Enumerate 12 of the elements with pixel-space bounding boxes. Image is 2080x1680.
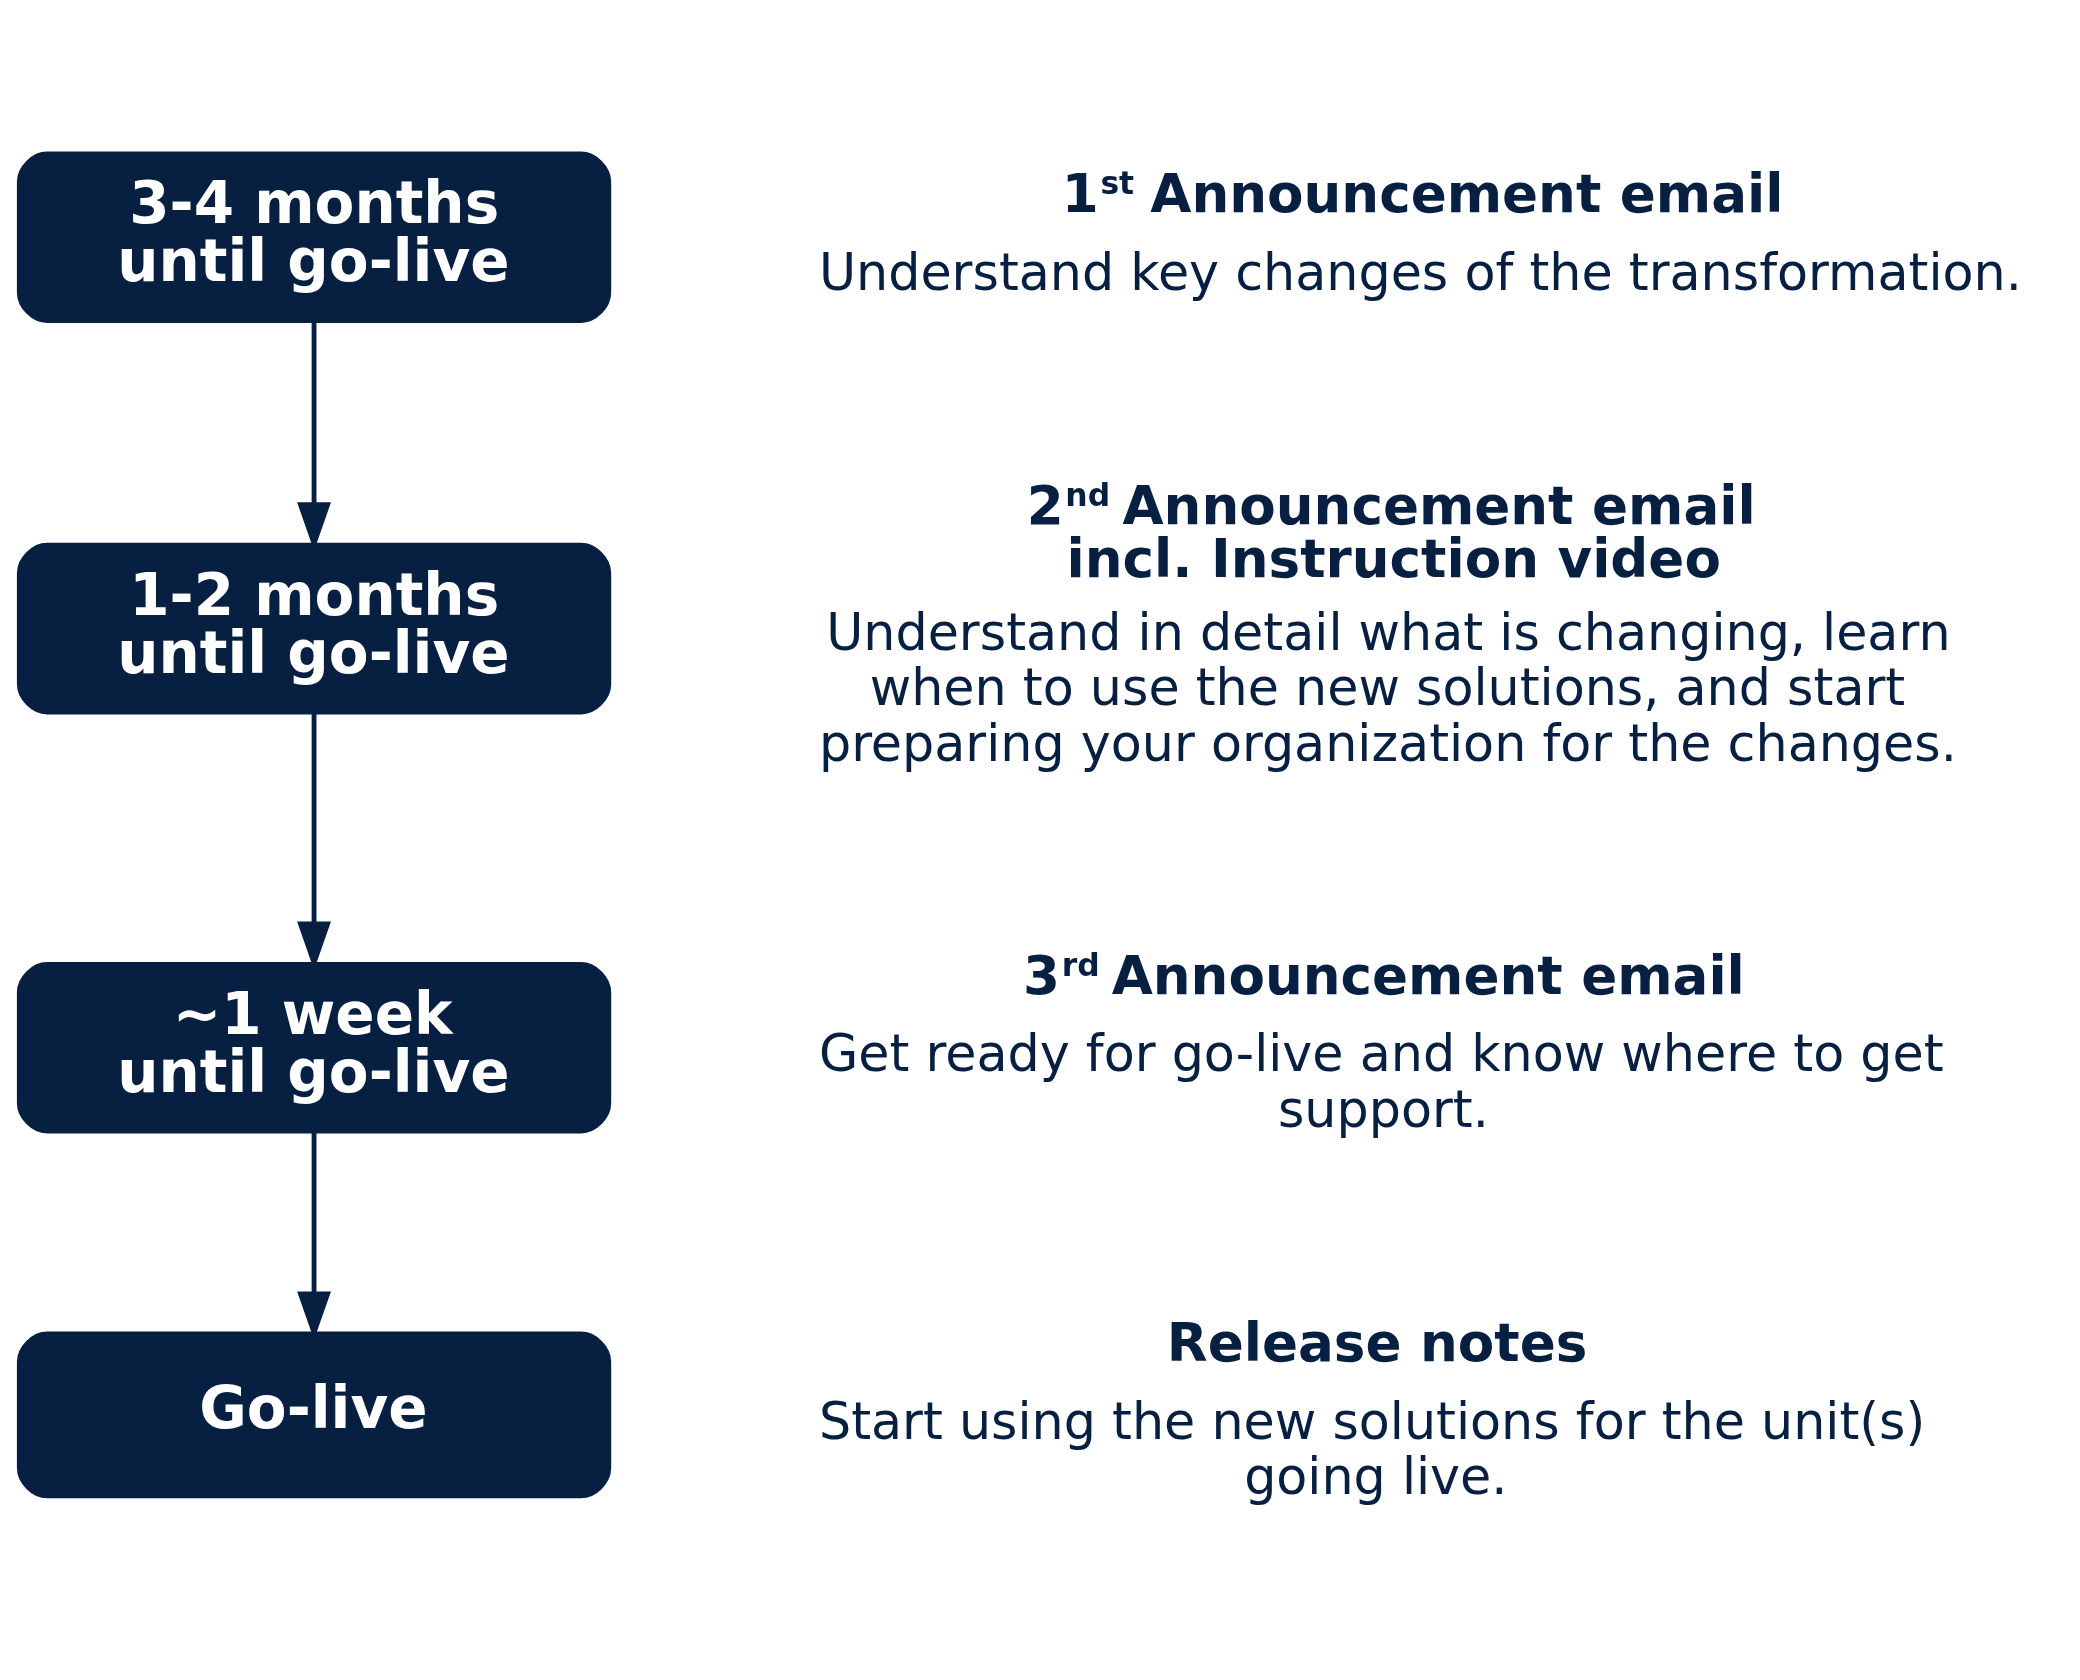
node-label: 1$^{st}$ Announcement email [1061,163,1784,226]
node-label: Get ready for go-live and know where to get support. [818,1024,1944,1139]
node-box: 1-2 months until go-live [16,542,612,715]
node-label: Understand in detail what is changing, learn when to use the new solutions, and start preparing your organization for the changes. [818,602,1957,773]
node-label: 2$^{nd}$ Announcement email incl. Instruction video [1026,474,1756,590]
node-label: Start using the new solutions for the unit(s) going live. [818,1391,1926,1507]
node-label: Understand key changes of the transformation. [818,242,2022,302]
node-box: Go-live [16,1331,612,1499]
node-box: 3-4 months until go-live [16,151,612,323]
node-label: 3$^{rd}$ Announcement email [1023,944,1745,1007]
node-box: ~1 week until go-live [16,962,612,1134]
node-label: Release notes [1166,1311,1588,1374]
